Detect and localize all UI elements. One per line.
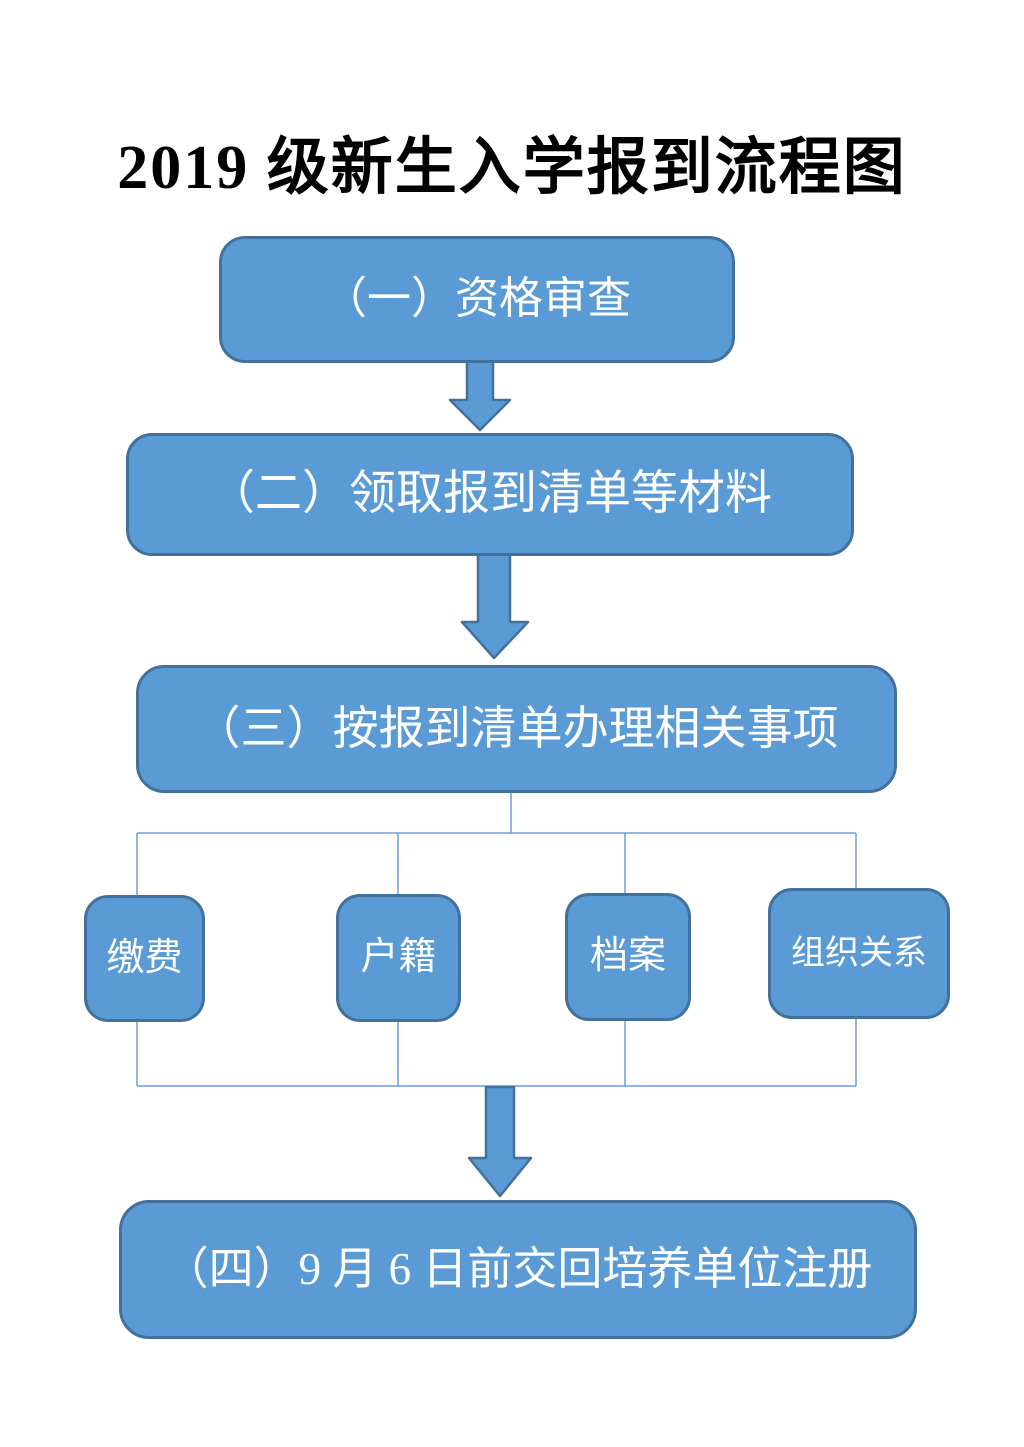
- branch-connector-lines: [136, 793, 857, 895]
- sub-step-organization-relation: 组织关系: [768, 888, 950, 1019]
- sub-step-household-registration: 户籍: [336, 894, 461, 1022]
- arrow-step1-to-step2-icon: [448, 356, 512, 432]
- flow-step-4-return-to-unit-register: （四）9 月 6 日前交回培养单位注册: [119, 1200, 917, 1339]
- merge-connector-lines: [136, 1019, 857, 1087]
- flow-step-2-collect-checklist-materials: （二）领取报到清单等材料: [126, 433, 854, 556]
- arrow-merge-to-step4-icon: [467, 1085, 533, 1198]
- sub-step-fees: 缴费: [84, 895, 205, 1022]
- sub-step-archives: 档案: [565, 893, 691, 1021]
- flow-step-1-qualification-review: （一）资格审查: [219, 236, 735, 363]
- arrow-step2-to-step3-icon: [460, 551, 530, 660]
- page-title: 2019 级新生入学报到流程图: [117, 134, 907, 202]
- flow-step-3-handle-checklist-items: （三）按报到清单办理相关事项: [136, 665, 897, 793]
